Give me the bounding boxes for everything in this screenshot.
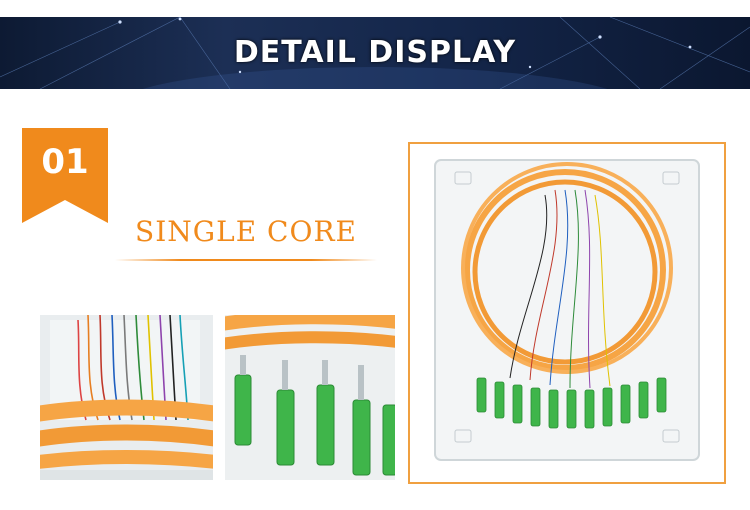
- network-lines-decoration: [0, 17, 750, 89]
- photo-frame: [408, 142, 726, 484]
- banner-title: DETAIL DISPLAY: [233, 35, 517, 70]
- photo-connectors-closeup: [225, 315, 395, 480]
- photo-pigtail-tray: [415, 150, 719, 477]
- feature-heading: SINGLE CORE: [135, 215, 357, 248]
- number-badge: [22, 128, 108, 223]
- header-banner: DETAIL DISPLAY: [0, 17, 750, 89]
- feature-number: 01: [41, 142, 89, 182]
- heading-underline: [115, 259, 377, 261]
- photo-fiber-colors-closeup: [40, 315, 213, 480]
